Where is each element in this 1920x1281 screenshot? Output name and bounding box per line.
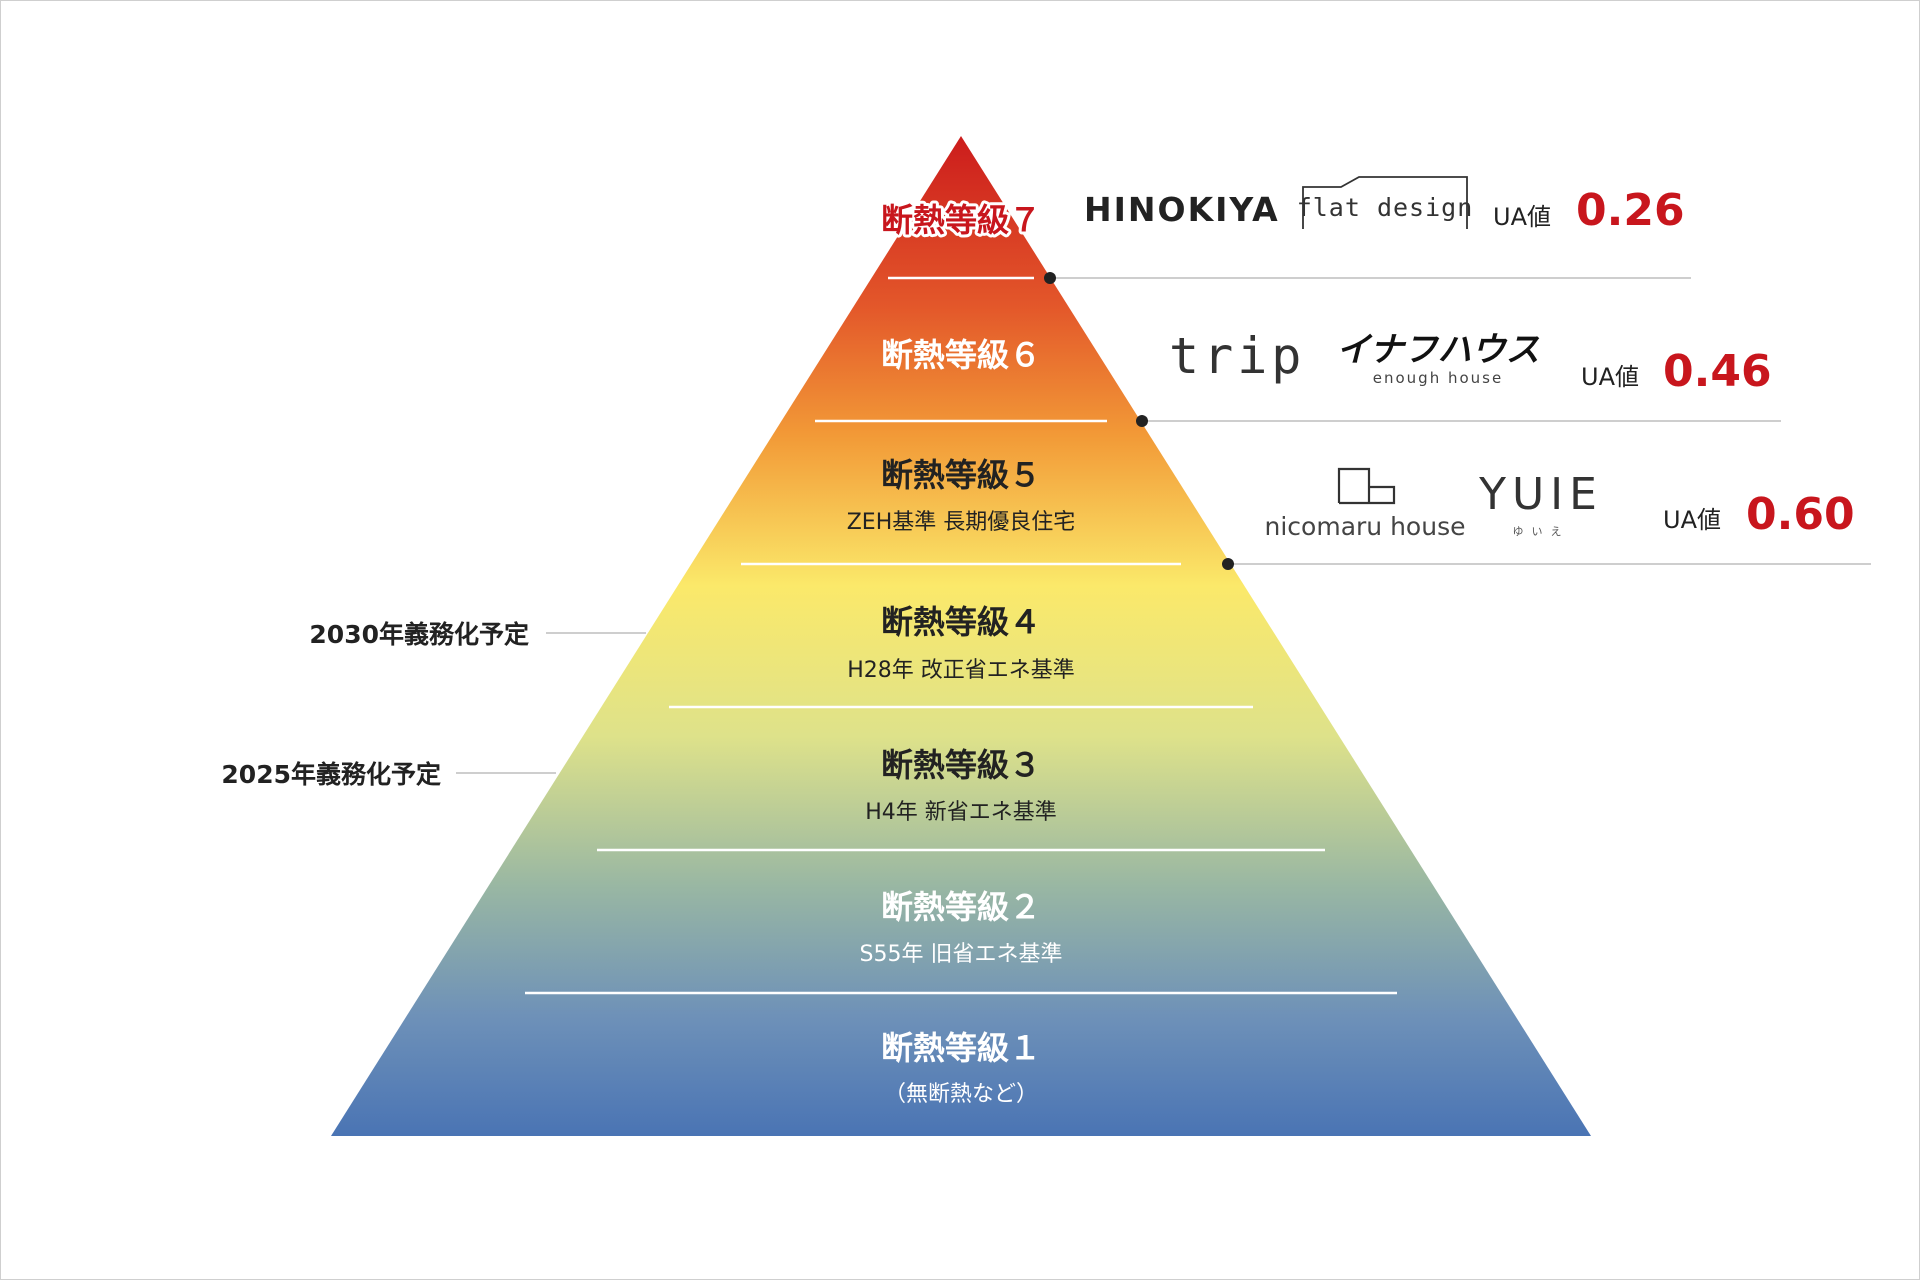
level-4-subtitle: H28年 改正省エネ基準: [847, 658, 1075, 683]
ua-value-6: 0.46: [1663, 346, 1772, 397]
yuie-wordmark: YUIE: [1478, 469, 1603, 520]
yuie-subtext: ゆいえ: [1513, 525, 1570, 538]
level-1-subtitle: （無断熱など）: [884, 1082, 1038, 1107]
ua-label-5: UA値: [1663, 506, 1721, 534]
level-6-title: 断熱等級６: [881, 336, 1041, 374]
nicomaru-house-wordmark: nicomaru house: [1265, 512, 1466, 541]
brand-logo-flat-design: flat design: [1297, 176, 1474, 229]
mandate-label-2030: 2030年義務化予定: [309, 620, 529, 649]
level-3-subtitle: H4年 新省エネ基準: [865, 800, 1057, 825]
flat-design-wordmark: flat design: [1297, 193, 1474, 222]
callout-grade-6: trip イナフハウス enough house UA値 0.46: [1169, 327, 1772, 397]
nicomaru-house-mark: [1337, 467, 1396, 505]
level-5-title: 断熱等級５: [881, 456, 1041, 494]
callout-grade-7: HINOKIYA flat design UA値 0.26: [1084, 176, 1685, 236]
brand-logo-nicomaru-house: nicomaru house: [1265, 467, 1466, 541]
inafu-house-wordmark: イナフハウス: [1336, 330, 1539, 370]
level-2-subtitle: S55年 旧省エネ基準: [860, 942, 1063, 967]
mandate-label-2025: 2025年義務化予定: [221, 760, 441, 789]
ua-value-7: 0.26: [1576, 185, 1685, 236]
level-7-title: 断熱等級７: [881, 201, 1041, 239]
ua-value-5: 0.60: [1746, 489, 1855, 540]
level-3-title: 断熱等級３: [881, 746, 1041, 784]
brand-logo-hinokiya: HINOKIYA: [1084, 190, 1280, 229]
inafu-house-subtext: enough house: [1373, 369, 1503, 387]
leader-dot-6: [1136, 415, 1148, 427]
leader-dot-7: [1044, 272, 1056, 284]
callout-leaders: [1044, 272, 1871, 570]
brand-logo-inafu-house: イナフハウス enough house: [1336, 330, 1539, 387]
leader-dot-5: [1222, 558, 1234, 570]
ua-label-6: UA値: [1581, 363, 1639, 391]
level-4-title: 断熱等級４: [881, 603, 1041, 641]
level-1-title: 断熱等級１: [881, 1029, 1041, 1067]
brand-logo-yuie: YUIE ゆいえ: [1478, 469, 1603, 538]
pyramid-shape: [331, 136, 1591, 1136]
flat-design-roof-frame: [1302, 176, 1468, 229]
level-5-subtitle: ZEH基準 長期優良住宅: [847, 510, 1076, 535]
level-2-title: 断熱等級２: [881, 888, 1041, 926]
callout-grade-5: nicomaru house YUIE ゆいえ UA値 0.60: [1265, 467, 1855, 541]
ua-label-7: UA値: [1493, 203, 1551, 231]
level-dividers: [525, 276, 1397, 995]
brand-logo-trip: trip: [1169, 327, 1305, 385]
